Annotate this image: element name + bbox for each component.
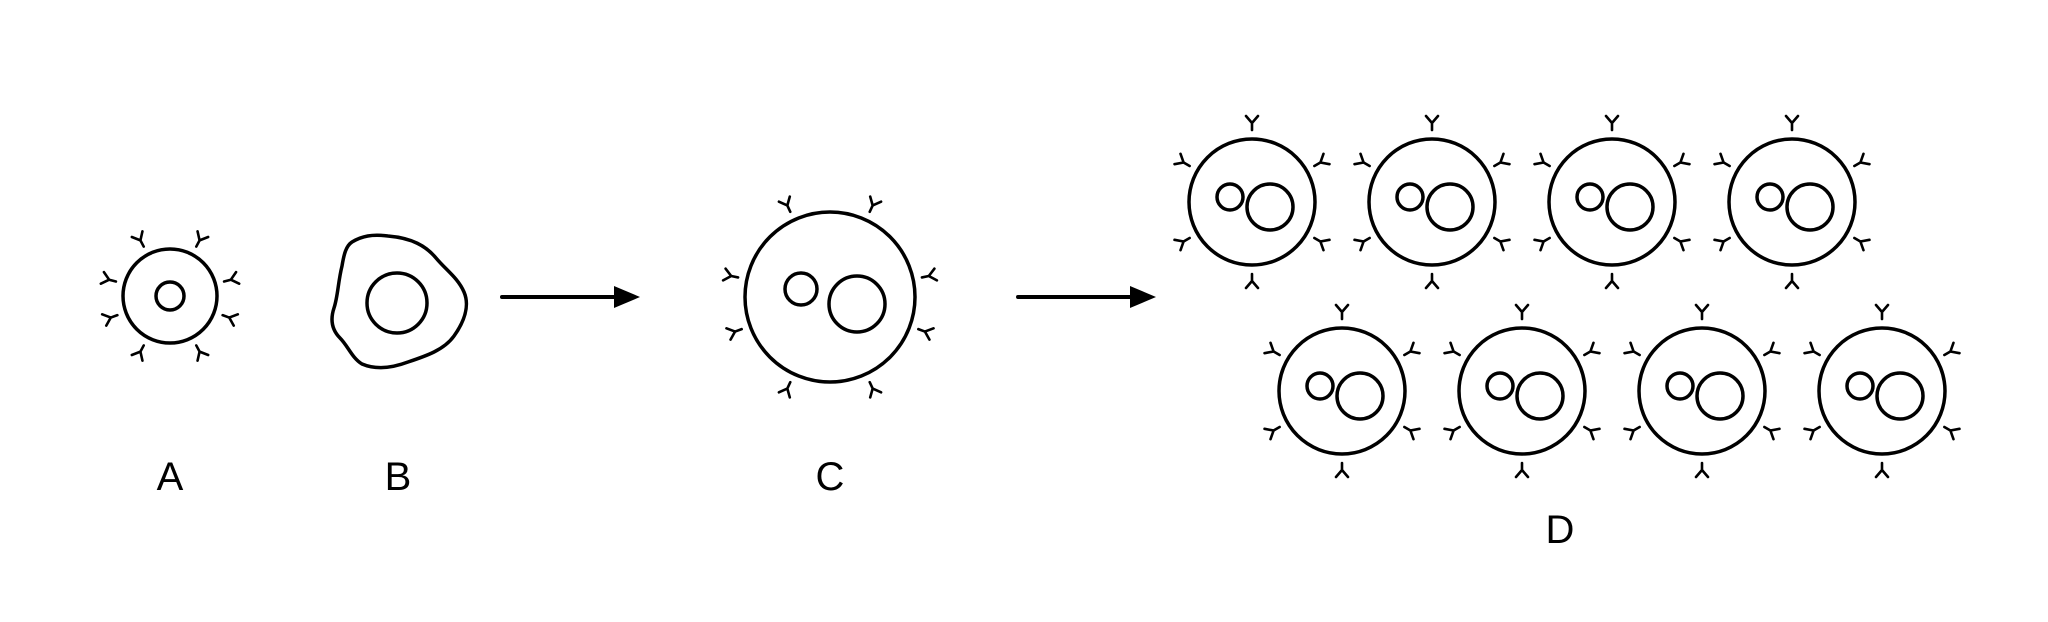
cell-b <box>330 233 469 370</box>
clone-cell <box>1265 305 1420 477</box>
clone-group-d <box>1175 116 1960 477</box>
clone-cell <box>1445 305 1600 477</box>
cell-a <box>99 230 241 362</box>
clone-cell <box>1355 116 1510 288</box>
clone-cell <box>1535 116 1690 288</box>
label-a: A <box>157 455 184 499</box>
clone-cell <box>1805 305 1960 477</box>
arrow-2 <box>1016 286 1156 308</box>
clone-cell <box>1625 305 1780 477</box>
arrow-1 <box>500 286 640 308</box>
label-c: C <box>816 455 845 499</box>
label-b: B <box>385 455 412 499</box>
clone-cell <box>1715 116 1870 288</box>
label-d: D <box>1546 508 1575 552</box>
cell-c <box>721 195 939 399</box>
clone-cell <box>1175 116 1330 288</box>
